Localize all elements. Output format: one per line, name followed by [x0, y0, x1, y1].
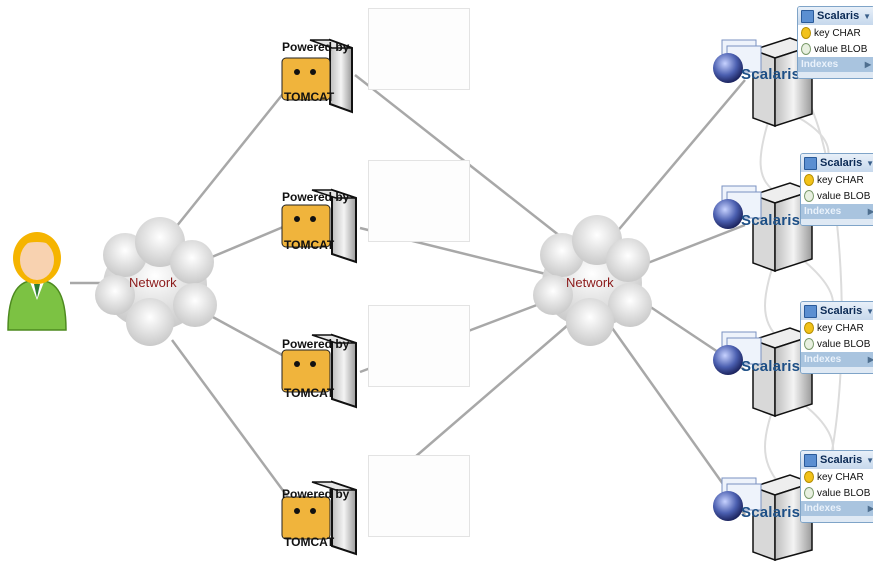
table-column-value: value BLOB: [798, 41, 873, 57]
column-label: key CHAR: [817, 471, 864, 483]
diamond-icon: [804, 338, 814, 350]
diamond-icon: [804, 487, 814, 499]
table-column-key: key CHAR: [801, 469, 873, 485]
table-column-key: key CHAR: [801, 172, 873, 188]
web-page-thumbnail: [368, 8, 470, 90]
scalaris-table-2: Scalaris▼ key CHAR value BLOB Indexes ▶: [800, 153, 873, 226]
table-header[interactable]: Scalaris▼: [801, 451, 873, 469]
key-icon: [804, 322, 814, 334]
scalaris-table-4: Scalaris▼ key CHAR value BLOB Indexes ▶: [800, 450, 873, 523]
dropdown-arrow-icon[interactable]: ▼: [866, 159, 873, 168]
table-icon: [804, 156, 817, 170]
table-column-key: key CHAR: [801, 320, 873, 336]
tomcat-server-3: [281, 333, 357, 409]
link-network-tomcat-2: [199, 220, 296, 264]
web-page-thumbnail: [368, 305, 470, 387]
powered-by-label: Powered by: [282, 337, 350, 351]
indexes-label: Indexes: [804, 206, 842, 217]
scalaris-server-3: [713, 327, 815, 418]
user-icon: [7, 232, 67, 331]
key-icon: [801, 27, 811, 39]
diamond-icon: [804, 190, 814, 202]
network-label-left: Network: [129, 275, 177, 290]
table-column-value: value BLOB: [801, 336, 873, 352]
table-icon: [801, 9, 814, 23]
key-icon: [804, 174, 814, 186]
column-label: key CHAR: [817, 174, 864, 186]
table-column-value: value BLOB: [801, 485, 873, 501]
table-header[interactable]: Scalaris▼: [801, 154, 873, 172]
network-cloud-2: [533, 215, 652, 346]
scalaris-table-3: Scalaris▼ key CHAR value BLOB Indexes ▶: [800, 301, 873, 374]
scalaris-ring-inner: [759, 99, 781, 486]
column-label: value BLOB: [817, 338, 871, 350]
table-header[interactable]: Scalaris▼: [798, 7, 873, 25]
indexes-label: Indexes: [804, 503, 842, 514]
table-column-value: value BLOB: [801, 188, 873, 204]
expand-arrow-icon[interactable]: ▶: [868, 504, 873, 513]
link-network-scalaris-2: [639, 223, 746, 268]
link-network-scalaris-1: [609, 79, 746, 241]
table-footer: [798, 72, 873, 78]
tomcat-brand: TOMCAT: [284, 90, 335, 104]
tomcat-brand: TOMCAT: [284, 386, 335, 400]
table-footer: [801, 367, 873, 373]
table-indexes[interactable]: Indexes ▶: [801, 352, 873, 367]
table-name: Scalaris: [817, 10, 860, 22]
table-header[interactable]: Scalaris▼: [801, 302, 873, 320]
column-label: key CHAR: [814, 27, 861, 39]
scalaris-server-2: [713, 182, 815, 273]
key-icon: [804, 471, 814, 483]
column-label: value BLOB: [817, 487, 871, 499]
powered-by-label: Powered by: [282, 40, 350, 54]
scalaris-node-label: Scalaris: [741, 504, 801, 521]
indexes-label: Indexes: [804, 354, 842, 365]
table-name: Scalaris: [820, 305, 863, 317]
tomcat-server-4: [281, 480, 357, 556]
diamond-icon: [801, 43, 811, 55]
table-name: Scalaris: [820, 454, 863, 466]
tomcat-server-1: [281, 38, 353, 114]
expand-arrow-icon[interactable]: ▶: [864, 60, 871, 69]
powered-by-label: Powered by: [282, 190, 350, 204]
link-network-tomcat-3: [199, 308, 296, 364]
dropdown-arrow-icon[interactable]: ▼: [866, 307, 873, 316]
web-page-thumbnail: [368, 160, 470, 242]
tomcat-server-2: [281, 188, 357, 264]
link-network-tomcat-1: [171, 84, 291, 233]
table-footer: [801, 516, 873, 522]
table-indexes[interactable]: Indexes ▶: [798, 57, 873, 72]
link-tomcat-1-network: [354, 74, 566, 241]
web-page-thumbnail: [368, 455, 470, 537]
tomcat-brand: TOMCAT: [284, 238, 335, 252]
network-label-right: Network: [566, 275, 614, 290]
link-network-tomcat-4: [170, 339, 292, 501]
indexes-label: Indexes: [801, 59, 839, 70]
table-name: Scalaris: [820, 157, 863, 169]
scalaris-node-label: Scalaris: [741, 212, 801, 229]
table-indexes[interactable]: Indexes ▶: [801, 204, 873, 219]
link-tomcat-4-network: [399, 324, 569, 471]
table-column-key: key CHAR: [798, 25, 873, 41]
column-label: value BLOB: [817, 190, 871, 202]
powered-by-label: Powered by: [282, 487, 350, 501]
table-footer: [801, 219, 873, 225]
scalaris-node-label: Scalaris: [741, 358, 801, 375]
scalaris-table-1: Scalaris▼ key CHAR value BLOB Indexes ▶: [797, 6, 873, 79]
tomcat-brand: TOMCAT: [284, 535, 335, 549]
dropdown-arrow-icon[interactable]: ▼: [863, 11, 871, 21]
table-indexes[interactable]: Indexes ▶: [801, 501, 873, 516]
table-icon: [804, 453, 817, 467]
expand-arrow-icon[interactable]: ▶: [868, 355, 873, 364]
network-cloud-1: [95, 217, 217, 346]
scalaris-node-label: Scalaris: [741, 66, 801, 83]
column-label: key CHAR: [817, 322, 864, 334]
table-icon: [804, 304, 817, 318]
column-label: value BLOB: [814, 43, 868, 55]
dropdown-arrow-icon[interactable]: ▼: [866, 456, 873, 465]
expand-arrow-icon[interactable]: ▶: [868, 207, 873, 216]
